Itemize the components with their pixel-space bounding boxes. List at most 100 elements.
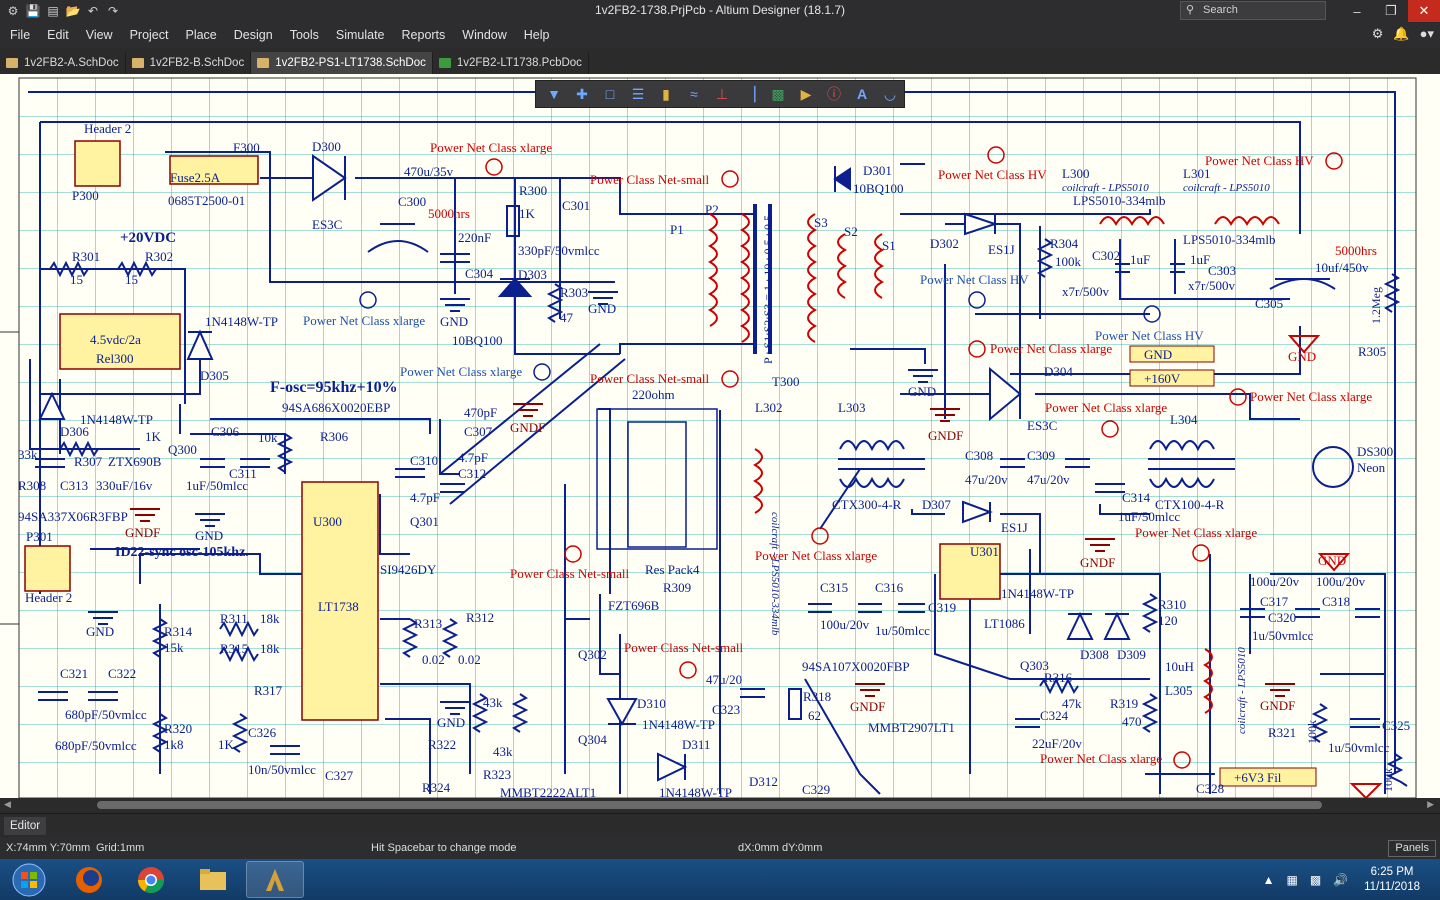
directive-icon[interactable]: ⓘ xyxy=(827,86,841,102)
netclass-labels: Power Net Class xlarge Power Class Net-s… xyxy=(428,140,1377,766)
bell-icon[interactable]: 🔔 xyxy=(1393,26,1410,41)
menu-project[interactable]: Project xyxy=(129,28,169,42)
menu-design[interactable]: Design xyxy=(233,28,273,42)
tray-device-icon[interactable]: ▦ xyxy=(1286,872,1298,887)
part-label: C316 xyxy=(875,580,904,595)
taskbar-chrome[interactable] xyxy=(122,861,180,898)
netclass-label: Power Net Class xlarge xyxy=(400,364,522,379)
part-label: R311 xyxy=(220,611,248,626)
part-icon[interactable]: ▮ xyxy=(662,85,670,102)
save-icon[interactable]: 💾 xyxy=(25,4,41,18)
scroll-right-icon[interactable]: ▶ xyxy=(1427,799,1434,809)
menu-view[interactable]: View xyxy=(85,28,113,42)
fuse-value: Fuse2.5A xyxy=(170,170,221,185)
scrollbar-thumb[interactable] xyxy=(97,801,1322,809)
part-label: R324 xyxy=(422,780,451,795)
start-button[interactable] xyxy=(0,861,58,898)
menu-reports[interactable]: Reports xyxy=(401,28,446,42)
menu-simulate[interactable]: Simulate xyxy=(335,28,385,42)
part-label: L302 xyxy=(755,400,782,415)
part-label: 330pF/50vmlcc xyxy=(518,243,600,258)
tab-sch-b[interactable]: 1v2FB2-B.SchDoc xyxy=(126,52,252,74)
taskbar-explorer[interactable] xyxy=(184,861,242,898)
sheet-symbol-icon[interactable]: ▩ xyxy=(771,85,785,102)
close-button[interactable]: ✕ xyxy=(1408,0,1440,22)
menu-tools[interactable]: Tools xyxy=(289,28,319,42)
menu-edit[interactable]: Edit xyxy=(47,28,69,42)
ds300-neon xyxy=(1312,446,1354,488)
part-label: 10BQ100 xyxy=(452,333,503,348)
select-area-icon[interactable]: □ xyxy=(605,86,615,102)
part-label: P301 xyxy=(26,529,53,544)
power-port-icon[interactable]: ⊥ xyxy=(715,85,729,102)
network-icon[interactable]: ▩ xyxy=(1309,872,1322,887)
text-icon[interactable]: A xyxy=(856,86,868,102)
gndf-label: GNDF xyxy=(850,699,885,714)
part-label: 120 xyxy=(1158,613,1178,628)
netclass-directives xyxy=(485,146,1343,769)
part-label: C310 xyxy=(410,453,438,468)
connector-p300 xyxy=(74,140,121,187)
netclass-label: Power Class Net-small xyxy=(590,172,710,187)
search-placeholder: Search xyxy=(1203,4,1238,16)
part-label: R318 xyxy=(803,689,831,704)
crosshair-icon[interactable]: ✚ xyxy=(576,85,588,102)
part-label: R319 xyxy=(1110,696,1138,711)
part-label: MMBT2222ALT1 xyxy=(500,785,596,798)
filter-icon[interactable]: ▼ xyxy=(547,86,561,102)
minimize-button[interactable]: – xyxy=(1353,3,1361,19)
arc-icon[interactable]: ◡ xyxy=(883,85,897,102)
taskbar-firefox[interactable] xyxy=(60,861,118,898)
gnd-label: GND xyxy=(195,528,223,543)
taskbar-altium[interactable] xyxy=(246,861,304,898)
menu-file[interactable]: File xyxy=(10,28,31,42)
horizontal-scrollbar[interactable]: ◀ ▶ xyxy=(0,798,1440,812)
tab-sch-a[interactable]: 1v2FB2-A.SchDoc xyxy=(0,52,126,74)
align-icon[interactable]: ☰ xyxy=(631,85,645,102)
menu-window[interactable]: Window xyxy=(462,28,507,42)
part-label: Header 2 xyxy=(25,590,72,605)
tray-arrow-icon[interactable]: ▲ xyxy=(1262,872,1275,887)
panels-button[interactable]: Panels xyxy=(1388,840,1436,857)
part-label: 15 xyxy=(125,272,138,287)
part-label: R313 xyxy=(414,616,442,631)
net-label-gnd-box xyxy=(1129,345,1215,363)
part-label: 10BQ100 xyxy=(853,181,904,196)
port-icon[interactable]: ▶ xyxy=(800,85,812,102)
note-vdc: +20VDC xyxy=(120,230,176,246)
part-label: C322 xyxy=(108,666,136,681)
part-label: C317 xyxy=(1260,594,1289,609)
volume-icon[interactable]: 🔊 xyxy=(1333,872,1349,887)
transformer-core xyxy=(753,204,772,354)
tab-pcbdoc[interactable]: 1v2FB2-LT1738.PcbDoc xyxy=(433,52,589,74)
scroll-left-icon[interactable]: ◀ xyxy=(4,799,11,809)
net-label-160v-box xyxy=(1129,369,1215,387)
bus-icon[interactable]: ▕ xyxy=(744,85,756,102)
save-all-icon[interactable]: ▤ xyxy=(47,4,59,18)
part-label: R303 xyxy=(560,285,588,300)
maximize-button[interactable]: ❐ xyxy=(1385,3,1397,18)
part-label: 1uF/50mlcc xyxy=(1118,509,1180,524)
part-label: C311 xyxy=(229,466,257,481)
editor-panel-tabs: Editor xyxy=(0,813,1440,837)
wire-icon[interactable]: ≈ xyxy=(690,86,698,102)
undo-icon[interactable]: ↶ xyxy=(87,4,99,18)
clock[interactable]: 6:25 PM 11/11/2018 xyxy=(1364,865,1420,895)
component-text: Header 2 P300 F300 0685T2500-01 D300 ES3… xyxy=(18,121,1410,798)
part-label: Header 2 xyxy=(84,121,131,136)
menu-place[interactable]: Place xyxy=(185,28,217,42)
search-box[interactable]: ⚲ Search xyxy=(1180,1,1326,20)
part-label: 100u/20v xyxy=(1250,574,1300,589)
gear-icon[interactable]: ⚙ xyxy=(1371,26,1384,41)
part-label: LT1738 xyxy=(318,599,359,614)
menu-help[interactable]: Help xyxy=(523,28,550,42)
user-icon[interactable]: ●▾ xyxy=(1419,26,1434,41)
part-label: L305 xyxy=(1165,683,1192,698)
part-label: Q302 xyxy=(578,647,607,662)
part-label: D303 xyxy=(518,267,547,282)
schematic-canvas[interactable]: Header 2 P300 F300 0685T2500-01 D300 ES3… xyxy=(0,74,1440,798)
open-icon[interactable]: 📂 xyxy=(65,4,81,18)
tab-sch-ps1[interactable]: 1v2FB2-PS1-LT1738.SchDoc xyxy=(251,52,433,74)
editor-tab[interactable]: Editor xyxy=(4,817,47,835)
redo-icon[interactable]: ↷ xyxy=(107,4,119,18)
